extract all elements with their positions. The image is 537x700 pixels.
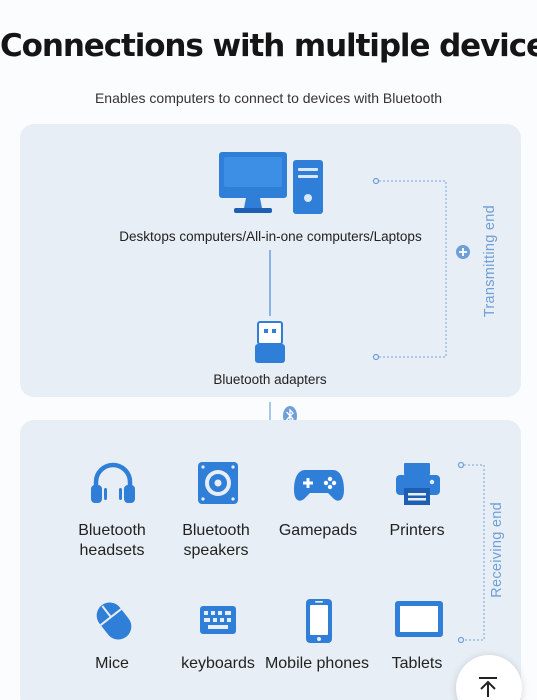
receiver-label-headsets: Bluetooth headsets	[78, 522, 146, 559]
tablet-icon	[395, 601, 443, 637]
computer-label: Desktops computers/All-in-one computers/…	[119, 229, 422, 244]
printer-icon	[396, 463, 440, 505]
scroll-to-top-button[interactable]	[456, 655, 522, 700]
receiver-label-mobile-phones: Mobile phones	[264, 655, 370, 672]
page-title: Connections with multiple devices	[0, 28, 537, 64]
speaker-icon	[198, 462, 238, 504]
transmitting-bracket	[372, 177, 470, 361]
transmitting-end-label: Transmitting end	[482, 205, 498, 318]
gamepad-icon	[294, 470, 344, 501]
usb-adapter-icon	[255, 321, 285, 363]
receiver-label-tablets: Tablets	[391, 655, 443, 672]
keyboard-icon	[200, 606, 236, 634]
mobile-phone-icon	[306, 599, 332, 643]
headphones-icon	[91, 462, 135, 503]
arrow-up-to-top-icon	[479, 677, 497, 697]
desktop-computer-icon	[219, 152, 323, 214]
receiver-label-keyboards: keyboards	[181, 655, 255, 672]
adapter-label: Bluetooth adapters	[213, 372, 327, 387]
receiver-label-speakers: Bluetooth speakers	[182, 522, 250, 559]
page-subtitle: Enables computers to connect to devices …	[94, 90, 443, 106]
receiver-label-printers: Printers	[389, 522, 445, 539]
receiving-bracket	[457, 461, 485, 644]
receiving-end-label: Receiving end	[489, 502, 505, 598]
receiver-label-gamepads: Gamepads	[278, 522, 358, 539]
connector-vertical-line	[269, 250, 271, 316]
mouse-icon	[96, 602, 132, 640]
receiver-label-mice: Mice	[95, 655, 129, 672]
